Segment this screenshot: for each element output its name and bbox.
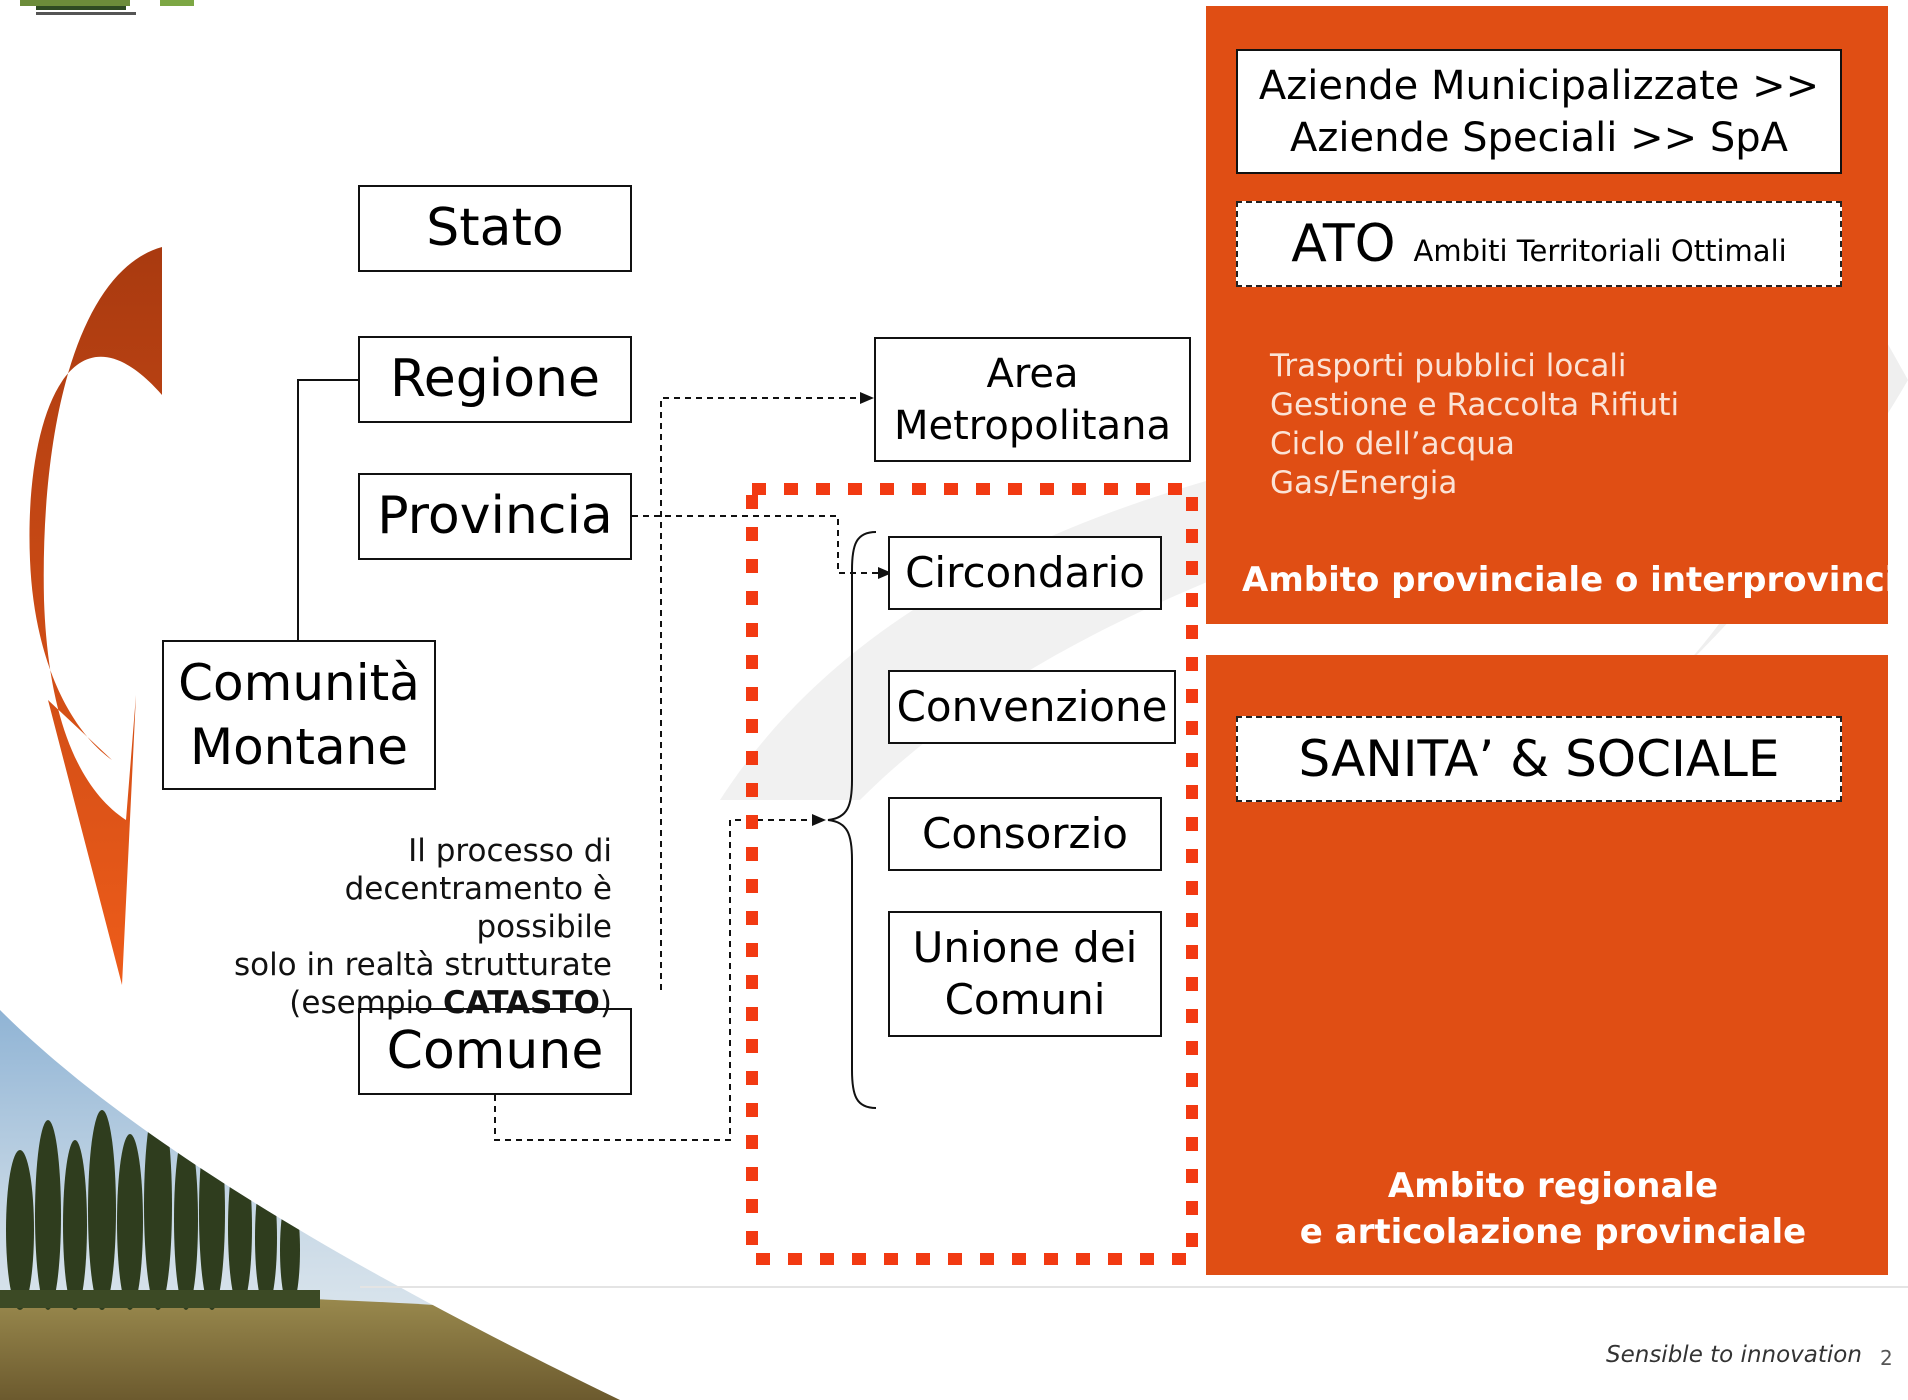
ato-label: ATO (1291, 214, 1396, 274)
arrowhead-enti (812, 814, 826, 826)
circondario-label: Circondario (905, 547, 1145, 597)
consorzio-box: Consorzio (888, 797, 1162, 871)
area-label-line1: Area (986, 350, 1079, 397)
footer-tagline: Sensible to innovation (1606, 1342, 1862, 1368)
unione-label-line2: Comuni (944, 975, 1106, 1024)
service-item: Gestione e Raccolta Rifiuti (1270, 387, 1680, 423)
stato-box: Stato (358, 185, 632, 272)
ato-description: Ambiti Territoriali Ottimali (1413, 234, 1787, 268)
note-line: solo in realtà strutturate (233, 947, 612, 983)
connector-regione-comunita (297, 379, 358, 640)
page-number: 2 (1880, 1346, 1893, 1370)
services-list: Trasporti pubblici locali Gestione e Rac… (1270, 347, 1679, 503)
note-line: decentramento è possibile (344, 871, 612, 945)
regione-label: Regione (389, 349, 600, 410)
area-label-line2: Metropolitana (894, 402, 1171, 449)
ato-box: ATO Ambiti Territoriali Ottimali (1236, 201, 1842, 287)
comunita-montane-box: Comunità Montane (162, 640, 436, 790)
ambito-regionale-label: Ambito regionale e articolazione provinc… (1206, 1163, 1900, 1255)
ambito-regionale-line2: e articolazione provinciale (1299, 1212, 1807, 1252)
convenzione-box: Convenzione (888, 670, 1176, 744)
arrowhead-area (860, 392, 874, 404)
note-catasto: CATASTO (442, 985, 600, 1021)
convenzione-label: Convenzione (896, 681, 1168, 731)
unione-comuni-box: Unione dei Comuni (888, 911, 1162, 1037)
stato-label: Stato (426, 198, 564, 259)
connector-comune-enti (494, 819, 815, 1141)
aziende-line2: Aziende Speciali >> SpA (1290, 114, 1788, 161)
comunita-label-line2: Montane (189, 718, 409, 776)
service-item: Gas/Energia (1270, 465, 1458, 501)
aziende-box: Aziende Municipalizzate >> Aziende Speci… (1236, 49, 1842, 174)
service-item: Ciclo dell’acqua (1270, 426, 1515, 462)
ambito-provinciale-label: Ambito provinciale o interprovinciale (1242, 560, 1908, 600)
curly-brace (827, 531, 877, 1109)
arrowhead-circondario (878, 567, 892, 579)
note-line-last: (esempio CATASTO) (200, 984, 612, 1022)
service-item: Trasporti pubblici locali (1270, 348, 1627, 384)
sanita-box: SANITA’ & SOCIALE (1236, 716, 1842, 802)
ambito-regionale-line1: Ambito regionale (1387, 1166, 1719, 1206)
consorzio-label: Consorzio (922, 808, 1128, 858)
circondario-box: Circondario (888, 536, 1162, 610)
curved-arrow (29, 247, 162, 985)
sanita-label: SANITA’ & SOCIALE (1298, 730, 1780, 788)
comunita-label-line1: Comunità (178, 654, 420, 712)
note-line: Il processo di (408, 833, 612, 869)
note-suffix: ) (599, 985, 612, 1021)
provincia-box: Provincia (358, 473, 632, 560)
unione-label-line1: Unione dei (912, 923, 1138, 972)
logo (20, 0, 194, 15)
connector-provincia-circondario (632, 515, 878, 574)
provincia-label: Provincia (377, 486, 613, 547)
comune-box: Comune (358, 1008, 632, 1095)
decentramento-note: Il processo di decentramento è possibile… (200, 832, 612, 1022)
note-prefix: (esempio (289, 985, 443, 1021)
area-metropolitana-box: Area Metropolitana (874, 337, 1191, 462)
aziende-line1: Aziende Municipalizzate >> (1258, 62, 1820, 109)
comune-label: Comune (386, 1021, 604, 1082)
regione-box: Regione (358, 336, 632, 423)
